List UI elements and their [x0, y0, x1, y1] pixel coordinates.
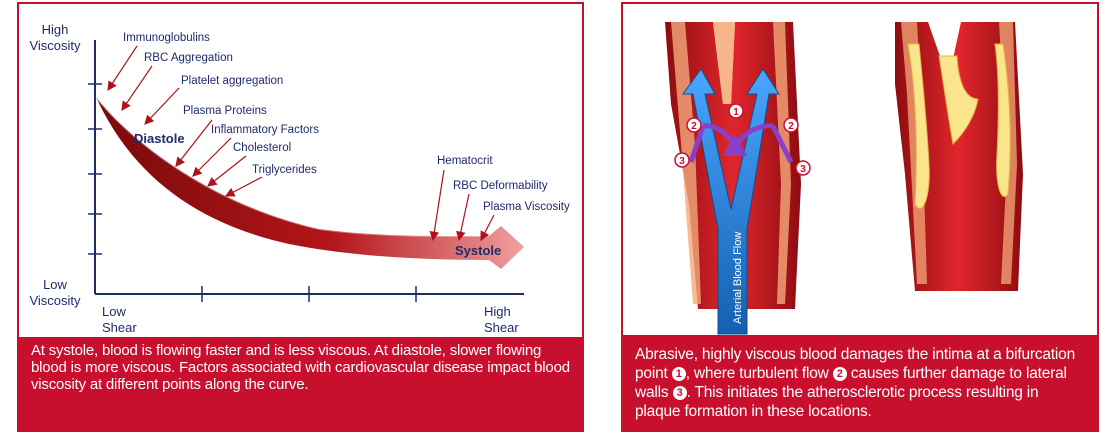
marker-2-right: 2: [783, 117, 799, 133]
factor-inflammatory-factors: Inflammatory Factors: [211, 124, 319, 136]
artery-panel: Arterial Blood Flow 1 2 2 3 3: [621, 2, 1099, 432]
y-high-label-2: Viscosity: [29, 38, 81, 53]
y-high-label-1: High: [42, 22, 69, 37]
marker-2-left: 2: [686, 117, 702, 133]
y-ticks: [88, 83, 102, 255]
marker-1: 1: [728, 103, 744, 119]
caption-part-4: . This initiates the atherosclerotic pro…: [635, 384, 1039, 420]
svg-text:3: 3: [679, 156, 685, 167]
caption-part-2: , where turbulent flow: [685, 365, 833, 382]
svg-text:2: 2: [788, 121, 794, 132]
marker-3-right: 3: [795, 160, 811, 176]
factor-cholesterol: Cholesterol: [233, 142, 291, 154]
artery-caption: Abrasive, highly viscous blood damages t…: [623, 335, 1097, 430]
y-low-label-2: Viscosity: [29, 293, 81, 308]
turbulence-center-arrow: [723, 134, 747, 156]
caption-marker-1: 1: [671, 367, 686, 381]
factor-plasma-viscosity: Plasma Viscosity: [483, 201, 570, 213]
svg-text:1: 1: [733, 107, 739, 118]
x-high-label-2: Shear: [484, 320, 519, 335]
factor-triglycerides: Triglycerides: [252, 164, 317, 176]
x-high-label-1: High: [484, 304, 511, 319]
x-low-label-1: Low: [102, 304, 126, 319]
svg-text:2: 2: [691, 121, 697, 132]
caption-marker-3: 3: [672, 386, 687, 400]
diastole-label: Diastole: [134, 131, 185, 146]
systole-label: Systole: [455, 243, 501, 258]
viscosity-caption: At systole, blood is flowing faster and …: [19, 337, 582, 430]
artery-illustration: Arterial Blood Flow 1 2 2 3 3: [665, 22, 1023, 335]
factor-platelet-aggregation: Platelet aggregation: [181, 75, 283, 87]
caption-marker-2: 2: [832, 367, 847, 381]
x-low-label-2: Shear: [102, 320, 137, 335]
svg-text:3: 3: [800, 164, 806, 175]
viscosity-shear-panel: High Viscosity Low Viscosity Low Shear H…: [17, 2, 584, 432]
plaque-bifurcation-artery: [895, 22, 1023, 291]
factor-rbc-deformability: RBC Deformability: [453, 180, 548, 192]
viscosity-curve-arrow: [96, 97, 524, 269]
factor-pointer-arrows: [107, 45, 495, 242]
factor-hematocrit: Hematocrit: [437, 155, 493, 167]
factor-rbc-aggregation: RBC Aggregation: [144, 52, 233, 64]
y-low-label-1: Low: [43, 277, 67, 292]
arterial-blood-flow-label: Arterial Blood Flow: [732, 232, 744, 324]
marker-3-left: 3: [674, 152, 690, 168]
factor-immunoglobulins: Immunoglobulins: [123, 32, 210, 44]
factor-plasma-proteins: Plasma Proteins: [183, 105, 267, 117]
x-ticks: [201, 286, 417, 302]
caption-part-3: causes further damage to lateral walls: [635, 365, 1067, 401]
viscosity-shear-chart: High Viscosity Low Viscosity Low Shear H…: [29, 22, 570, 335]
caption-part-1: Abrasive, highly viscous blood damages t…: [635, 346, 1075, 382]
